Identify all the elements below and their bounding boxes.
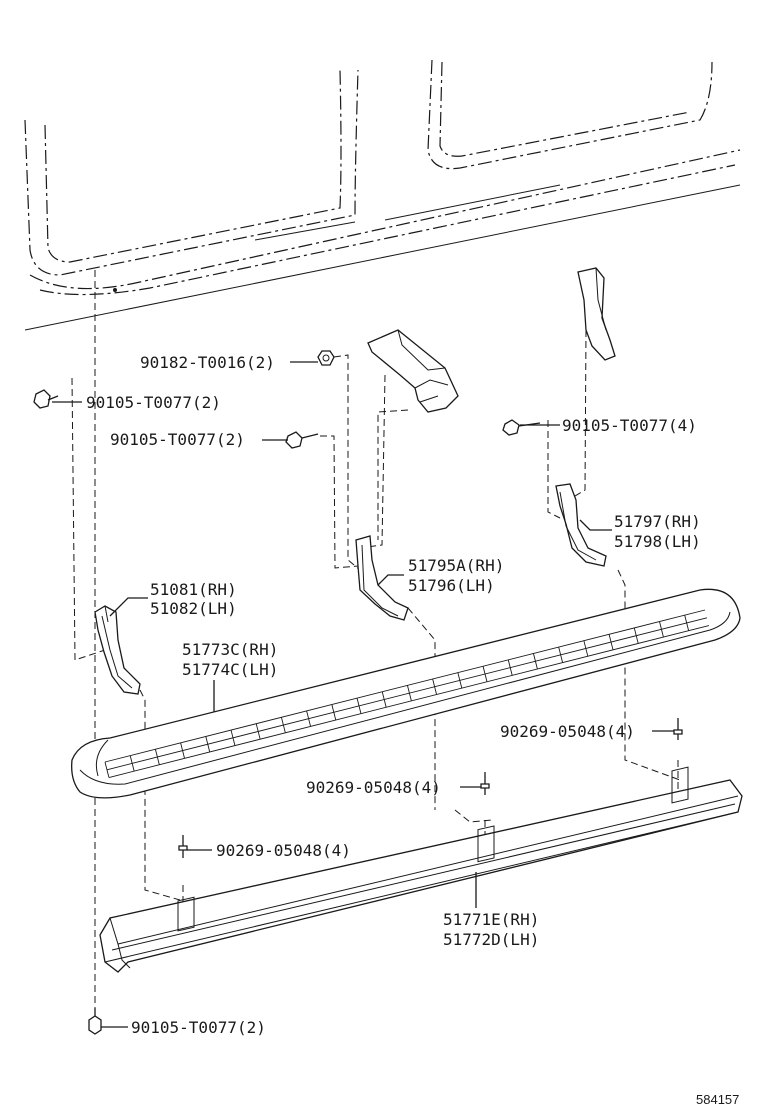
bracket-rear [555,483,607,567]
callout-labels: 90182-T0016(2) 90105-T0077(2) 90105-T007… [86,353,739,1107]
label-bracket-center-lh: 51796(LH) [408,576,495,595]
label-rail-rh: 51771E(RH) [443,910,539,929]
label-screw-left: 90269-05048(4) [216,841,351,860]
bracket-front [94,605,141,695]
label-nut-top: 90182-T0016(2) [140,353,275,372]
label-screw-center: 90269-05048(4) [306,778,441,797]
leader-lines [52,361,674,1028]
screw-icon-right [673,718,683,740]
label-bracket-center-rh: 51795A(RH) [408,556,504,575]
nut-icon [317,350,335,366]
bolt-icon-top-right [502,419,541,436]
screw-icon-left [178,835,188,858]
label-screw-right: 90269-05048(4) [500,722,635,741]
bolt-icon-left [33,389,59,409]
vehicle-body-outline [24,59,741,331]
mount-hole-icon [113,288,117,292]
running-board-step [71,588,741,799]
body-bracket-rear-upper [577,267,616,361]
label-step-rh: 51773C(RH) [182,640,278,659]
label-bracket-rear-lh: 51798(LH) [614,532,701,551]
figure-number: 584157 [696,1092,739,1107]
label-rail-lh: 51772D(LH) [443,930,539,949]
bolt-icon-mid [285,431,319,449]
label-step-lh: 51774C(LH) [182,660,278,679]
label-bolt-mid: 90105-T0077(2) [110,430,245,449]
label-bracket-front-rh: 51081(RH) [150,580,237,599]
label-bracket-rear-rh: 51797(RH) [614,512,701,531]
bolt-icon-bottom [88,1008,102,1035]
label-bolt-bottom: 90105-T0077(2) [131,1018,266,1037]
screw-icon-center [480,772,490,795]
label-bolt-top-right: 90105-T0077(4) [562,416,697,435]
running-board-rail [99,766,743,973]
step-tread-grille [104,609,710,778]
bracket-center [355,535,409,621]
label-bolt-left: 90105-T0077(2) [86,393,221,412]
label-bracket-front-lh: 51082(LH) [150,599,237,618]
body-bracket-center-upper [367,329,459,413]
